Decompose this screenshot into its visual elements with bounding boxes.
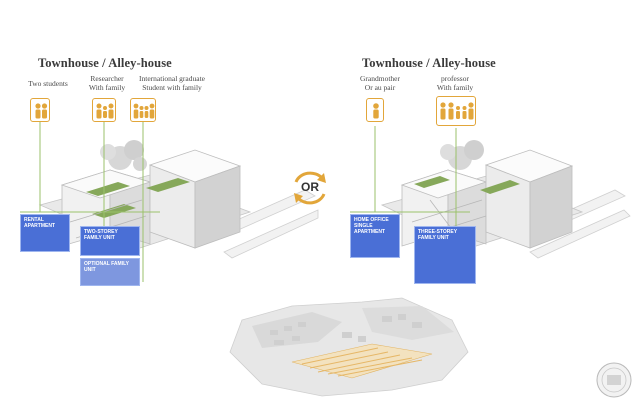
or-connector: OR [288,168,332,208]
right-panel: Townhouse / Alley-house Grandmother Or a… [320,0,640,300]
unit-rental-apartment: RENTAL APARTMENT [20,214,70,252]
unit-optional-family: OPTIONAL FAMILY UNIT [80,258,140,286]
or-label: OR [288,180,332,194]
left-panel: Townhouse / Alley-house Two students Res… [0,0,320,300]
unit-home-office-single: HOME OFFICE SINGLE APARTMENT [350,214,400,258]
unit-two-storey-family: TWO-STOREY FAMILY UNIT [80,226,140,256]
unit-three-storey-family: THREE-STOREY FAMILY UNIT [414,226,476,284]
site-plan-map [222,292,472,400]
watermark-logo [592,360,636,400]
left-axonometric-drawing [0,0,320,300]
